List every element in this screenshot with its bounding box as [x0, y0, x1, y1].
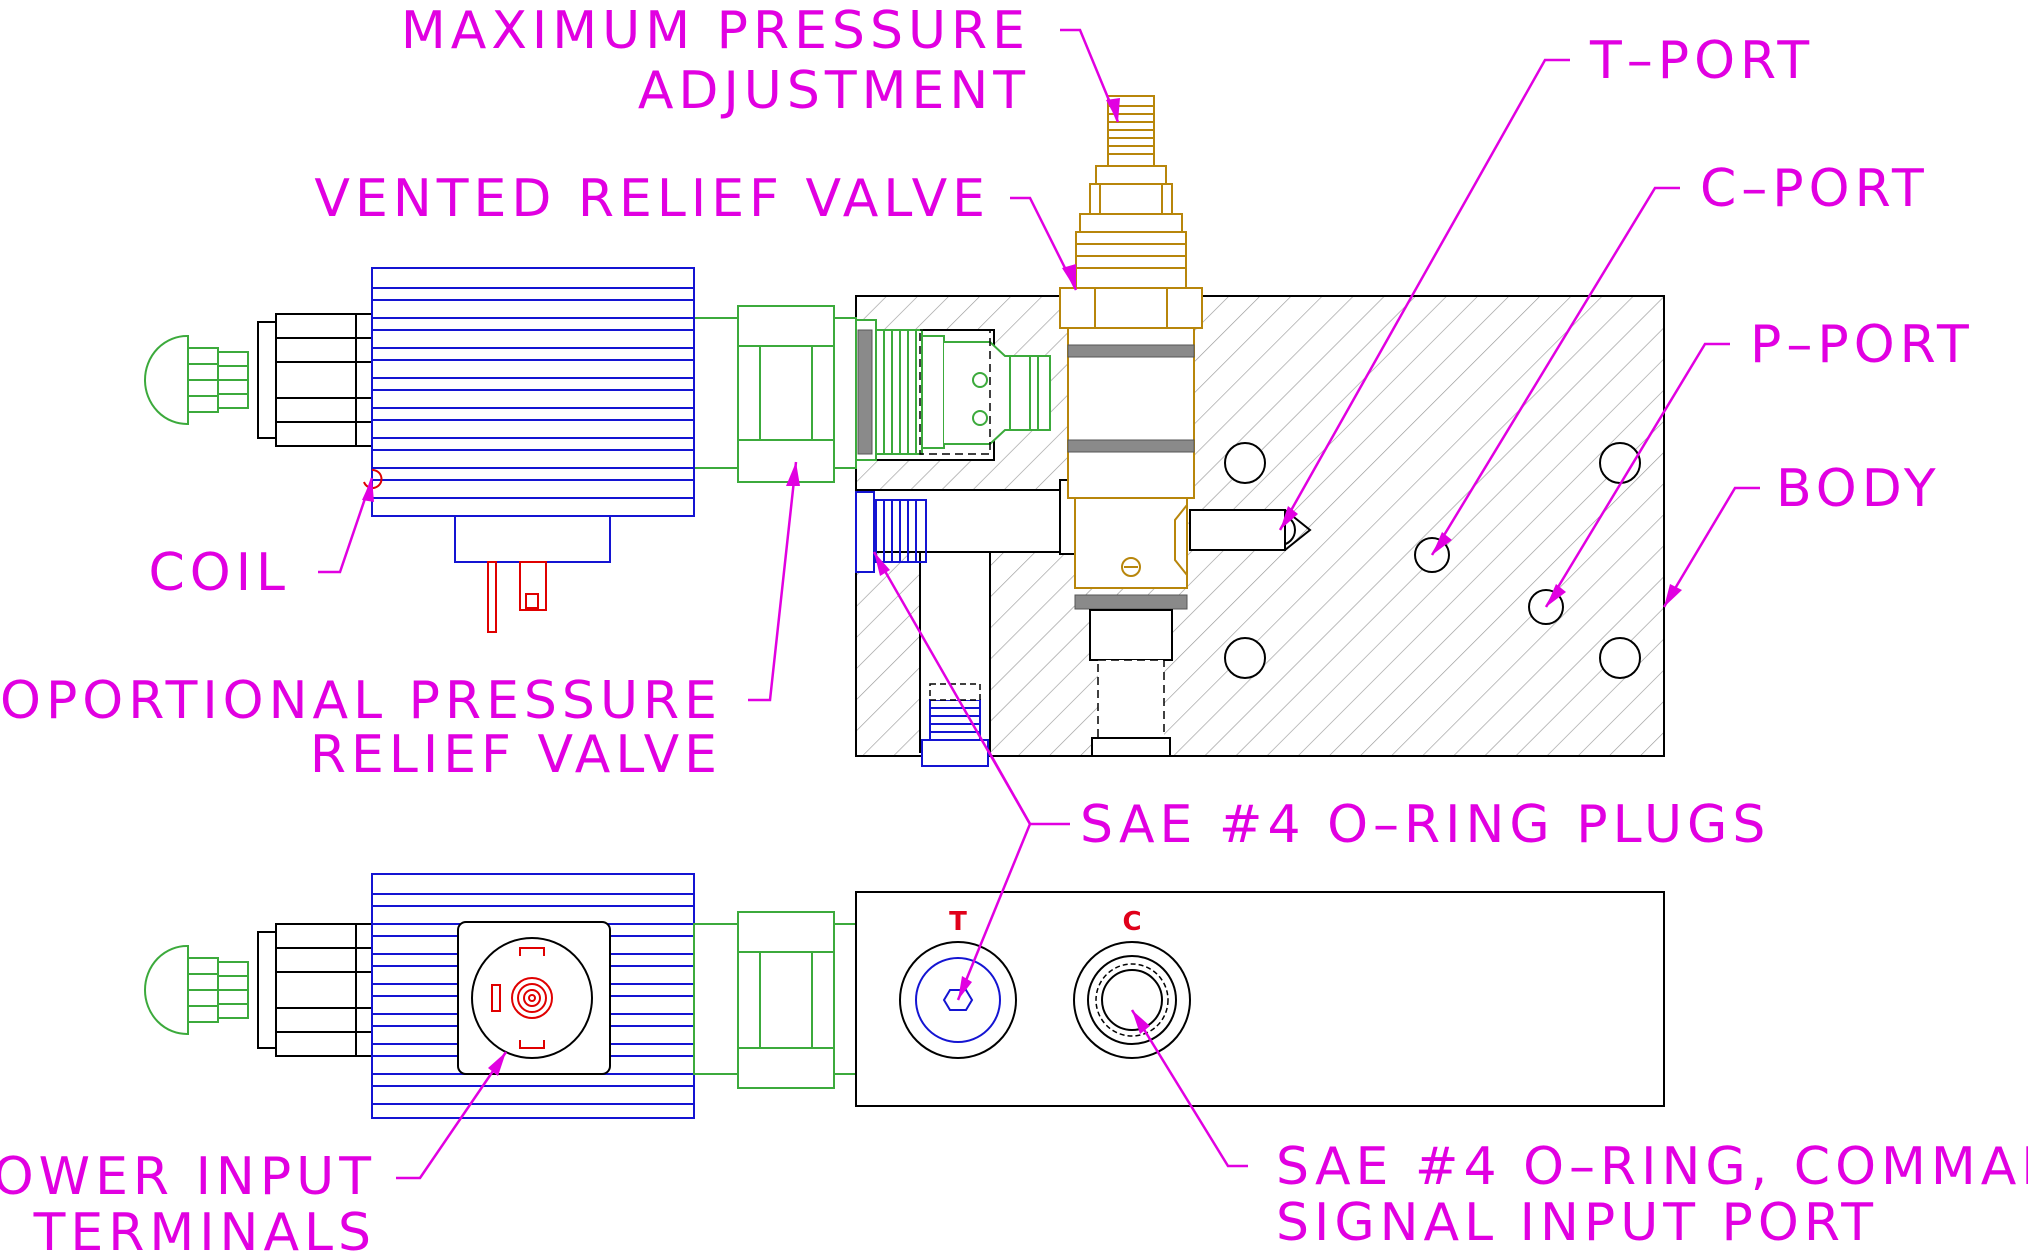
label-proportional-pressure: PROPORTIONAL PRESSURE: [0, 671, 722, 731]
manifold-body-side-view: T C: [855, 891, 1665, 1107]
label-vented-relief-valve: VENTED RELIEF VALVE: [314, 169, 990, 229]
vented-relief-valve: [1059, 95, 1203, 757]
label-power-input: POWER INPUT: [0, 1147, 376, 1207]
label-body: BODY: [1776, 459, 1941, 519]
arrowheads: [362, 98, 1682, 1076]
t-port-mark: T: [949, 907, 967, 937]
label-relief-valve: RELIEF VALVE: [310, 725, 722, 785]
label-command-port: SAE #4 O–RING, COMMAND: [1276, 1137, 2028, 1197]
label-sae-plugs: SAE #4 O–RING PLUGS: [1080, 795, 1770, 855]
coil-side-view: [143, 873, 857, 1119]
proportional-relief-valve: [693, 305, 1051, 483]
c-port-mark: C: [1122, 907, 1141, 937]
label-adjustment: ADJUSTMENT: [638, 61, 1030, 121]
sae-o-ring-plug-bottom: [921, 683, 989, 767]
label-signal-input-port: SIGNAL INPUT PORT: [1276, 1193, 1878, 1253]
label-c-port: C–PORT: [1700, 159, 1929, 219]
terminal-pins: [491, 947, 553, 1049]
label-t-port: T–PORT: [1589, 31, 1814, 91]
label-p-port: P–PORT: [1750, 315, 1974, 375]
coil: [143, 267, 695, 633]
label-coil: COIL: [148, 543, 290, 603]
leader-lines: [318, 28, 1760, 1180]
sae-o-ring-plug: [855, 491, 927, 573]
label-terminals: TERMINALS: [33, 1203, 376, 1257]
label-maximum-pressure: MAXIMUM PRESSURE: [401, 1, 1030, 61]
